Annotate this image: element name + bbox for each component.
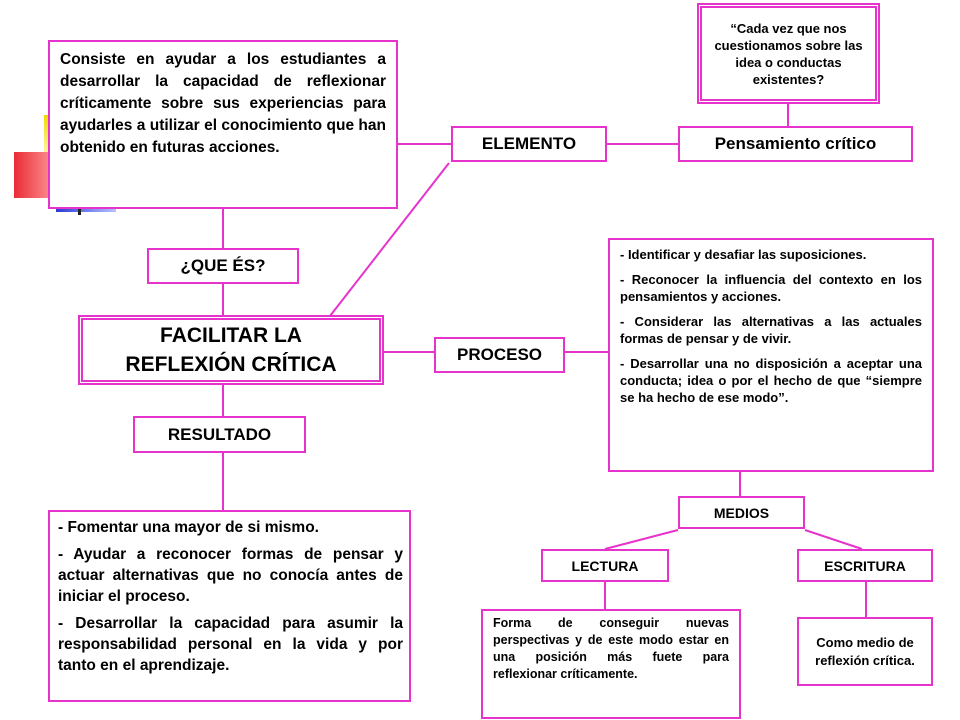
medios-label: MEDIOS bbox=[714, 505, 769, 521]
que-es-box: ¿QUE ÉS? bbox=[147, 248, 299, 284]
proceso-item: - Considerar las alternativas a las actu… bbox=[620, 313, 922, 347]
resultado-item: - Fomentar una mayor de si mismo. bbox=[58, 517, 403, 538]
escritura-desc-box: Como medio de reflexión crítica. bbox=[797, 617, 933, 686]
lectura-label: LECTURA bbox=[572, 558, 639, 574]
pensamiento-critico-label: Pensamiento crítico bbox=[715, 134, 877, 154]
resultado-item: - Ayudar a reconocer formas de pensar y … bbox=[58, 544, 403, 607]
definition-text: Consiste en ayudar a los estudiantes a d… bbox=[60, 51, 386, 156]
proceso-box: PROCESO bbox=[434, 337, 565, 373]
proceso-items-box: - Identificar y desafiar las suposicione… bbox=[608, 238, 934, 472]
pensamiento-critico-box: Pensamiento crítico bbox=[678, 126, 913, 162]
quote-text: “Cada vez que nos cuestionamos sobre las… bbox=[710, 20, 867, 88]
definition-box: Consiste en ayudar a los estudiantes a d… bbox=[48, 40, 398, 209]
lectura-desc-text: Forma de conseguir nuevas perspectivas y… bbox=[493, 616, 729, 681]
proceso-label: PROCESO bbox=[457, 345, 542, 365]
proceso-item: - Reconocer la influencia del contexto e… bbox=[620, 271, 922, 305]
lectura-box: LECTURA bbox=[541, 549, 669, 582]
resultado-box: RESULTADO bbox=[133, 416, 306, 453]
main-title: FACILITAR LA REFLEXIÓN CRÍTICA bbox=[103, 321, 359, 379]
que-es-label: ¿QUE ÉS? bbox=[180, 256, 265, 276]
quote-box: “Cada vez que nos cuestionamos sobre las… bbox=[697, 3, 880, 104]
main-title-box: FACILITAR LA REFLEXIÓN CRÍTICA bbox=[78, 315, 384, 385]
lectura-desc-box: Forma de conseguir nuevas perspectivas y… bbox=[481, 609, 741, 719]
escritura-desc-text: Como medio de reflexión crítica. bbox=[813, 634, 917, 670]
resultado-label: RESULTADO bbox=[168, 425, 271, 445]
resultado-item: - Desarrollar la capacidad para asumir l… bbox=[58, 613, 403, 676]
proceso-item: - Desarrollar una no disposición a acept… bbox=[620, 355, 922, 406]
elemento-box: ELEMENTO bbox=[451, 126, 607, 162]
elemento-label: ELEMENTO bbox=[482, 134, 576, 154]
medios-box: MEDIOS bbox=[678, 496, 805, 529]
resultado-items-box: - Fomentar una mayor de si mismo. - Ayud… bbox=[48, 510, 411, 702]
escritura-label: ESCRITURA bbox=[824, 558, 906, 574]
proceso-item: - Identificar y desafiar las suposicione… bbox=[620, 246, 922, 263]
escritura-box: ESCRITURA bbox=[797, 549, 933, 582]
